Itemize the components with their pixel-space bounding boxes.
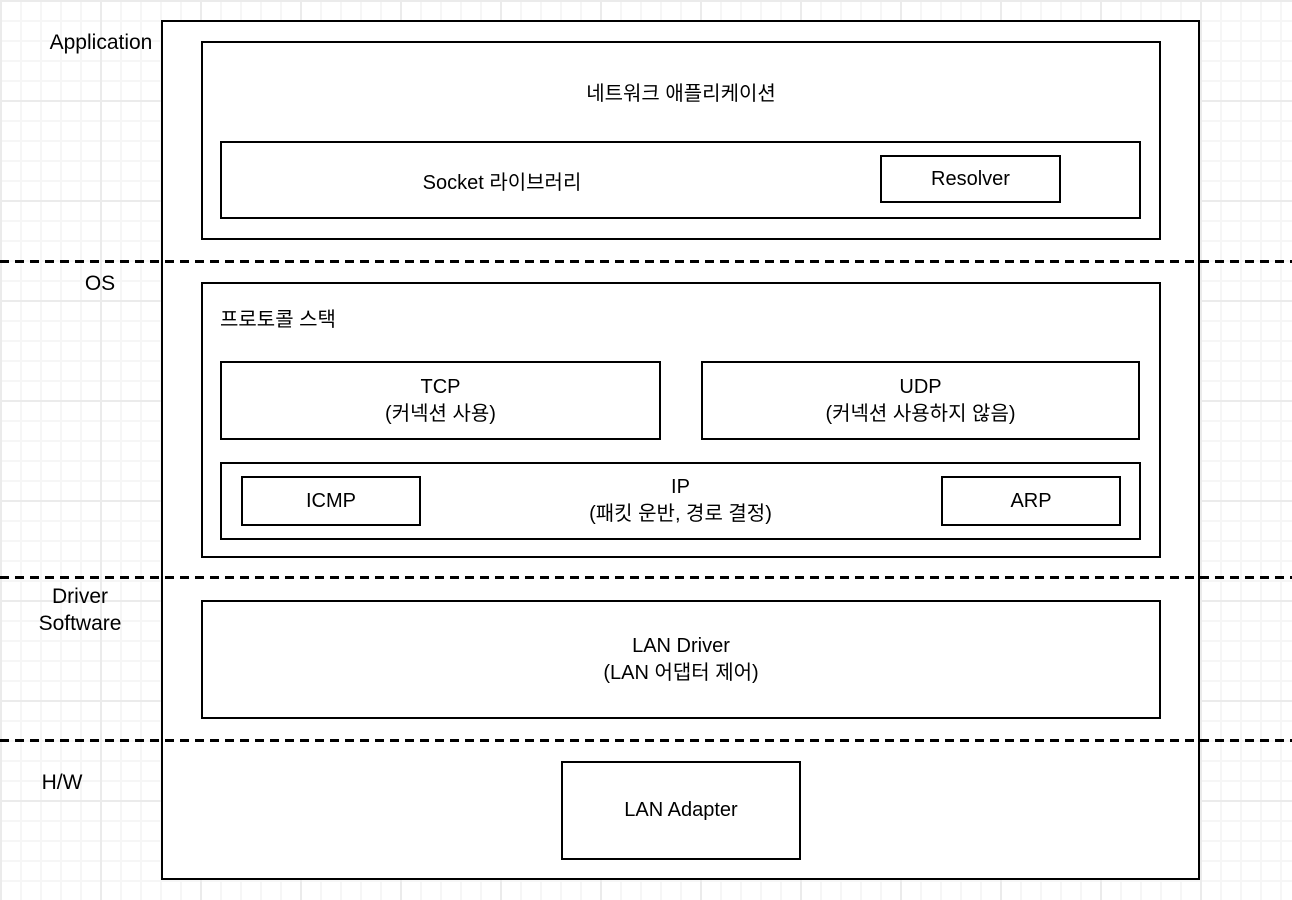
network-application-label: 네트워크 애플리케이션 (586, 83, 776, 105)
separator-application-os (0, 260, 1292, 263)
lan-driver-title: LAN Driver (632, 634, 730, 657)
udp-title: UDP (899, 375, 942, 398)
resolver-box: Resolver (880, 155, 1061, 203)
ip-subtitle: (패킷 운반, 경로 결정) (589, 503, 772, 525)
arp-box: ARP (941, 476, 1121, 526)
ip-title: IP (671, 476, 690, 498)
socket-library-label: Socket 라이브러리 (422, 171, 582, 194)
lan-adapter-box: LAN Adapter (561, 761, 801, 860)
udp-box: UDP (커넥션 사용하지 않음) (701, 361, 1140, 440)
separator-os-driver (0, 576, 1292, 579)
icmp-box: ICMP (241, 476, 421, 526)
tcp-title: TCP (420, 375, 461, 398)
tcp-box: TCP (커넥션 사용) (220, 361, 661, 440)
layer-label-driver-software: Driver Software (10, 583, 150, 637)
layer-label-os: OS (84, 272, 116, 295)
tcp-subtitle: (커넥션 사용) (385, 402, 496, 425)
layer-label-hw: H/W (41, 771, 83, 794)
udp-subtitle: (커넥션 사용하지 않음) (825, 402, 1016, 425)
protocol-stack-label: 프로토콜 스택 (220, 309, 336, 331)
lan-driver-subtitle: (LAN 어댑터 제어) (603, 661, 759, 684)
layer-label-application: Application (49, 31, 153, 54)
layer-label-driver-line1: Driver (52, 585, 108, 608)
lan-driver-box: LAN Driver (LAN 어댑터 제어) (201, 600, 1161, 719)
separator-driver-hw (0, 739, 1292, 742)
layer-label-driver-line2: Software (38, 612, 122, 635)
